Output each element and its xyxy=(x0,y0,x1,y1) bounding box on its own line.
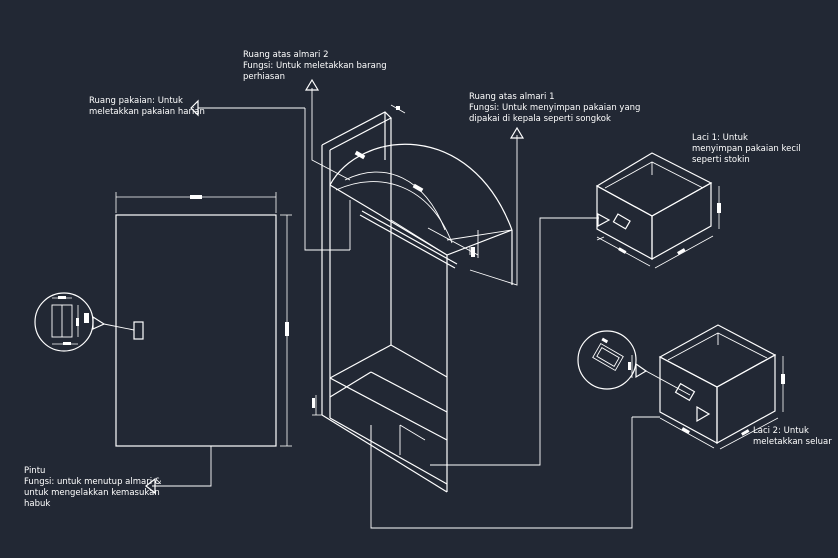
drawer-1-drawing xyxy=(595,152,721,269)
drawer-2-drawing xyxy=(577,324,785,450)
label-line: Fungsi: Untuk menyimpan pakaian yang xyxy=(469,103,640,113)
door-height-dimension xyxy=(280,214,292,447)
arrow-up-icon xyxy=(304,78,320,91)
label-upper-compartment-2: Ruang atas almari 2 Fungsi: Untuk meleta… xyxy=(243,50,387,82)
arrow-right-icon xyxy=(597,212,611,228)
label-clothes-space: Ruang pakaian: Untuk meletakkan pakaian … xyxy=(89,96,205,117)
magnifier-circle-icon xyxy=(34,292,135,352)
magnifier-circle-icon xyxy=(577,330,691,396)
arrow-right-icon xyxy=(92,315,106,330)
door-width-dimension xyxy=(115,192,277,213)
door-drawing xyxy=(34,192,292,495)
label-line: Ruang pakaian: Untuk xyxy=(89,96,183,106)
label-line: perhiasan xyxy=(243,72,285,82)
label-line: untuk mengelakkan kemasukan xyxy=(24,488,160,498)
label-line: Laci 1: Untuk xyxy=(692,133,748,143)
wardrobe-leaders xyxy=(190,78,633,529)
label-drawer-2: Laci 2: Untuk meletakkan seluar xyxy=(753,426,832,447)
label-line: Fungsi: Untuk meletakkan barang xyxy=(243,61,387,71)
label-line: Pintu xyxy=(24,466,45,476)
arrow-right-icon xyxy=(635,362,648,379)
label-line: Fungsi: untuk menutup almari & xyxy=(24,477,162,487)
arrow-up-icon xyxy=(509,126,525,139)
label-line: dipakai di kepala seperti songkok xyxy=(469,114,611,124)
arrow-right-icon xyxy=(696,405,711,423)
label-door: Pintu Fungsi: untuk menutup almari & unt… xyxy=(24,466,162,509)
arrow-left-icon xyxy=(145,477,156,495)
label-line: meletakkan pakaian harian xyxy=(89,107,205,117)
door-panel xyxy=(115,214,277,447)
label-drawer-1: Laci 1: Untuk menyimpan pakaian kecil se… xyxy=(692,133,801,165)
label-line: habuk xyxy=(24,499,50,509)
wardrobe-body xyxy=(312,104,513,493)
label-line: meletakkan seluar xyxy=(753,437,832,447)
label-upper-compartment-1: Ruang atas almari 1 Fungsi: Untuk menyim… xyxy=(469,92,640,124)
label-line: seperti stokin xyxy=(692,155,750,165)
label-line: Ruang atas almari 1 xyxy=(469,92,555,102)
door-leader xyxy=(152,446,212,487)
label-line: menyimpan pakaian kecil xyxy=(692,144,801,154)
label-line: Ruang atas almari 2 xyxy=(243,50,329,60)
arrow-left-icon xyxy=(190,99,199,117)
label-line: Laci 2: Untuk xyxy=(753,426,809,436)
door-handle xyxy=(133,321,144,340)
